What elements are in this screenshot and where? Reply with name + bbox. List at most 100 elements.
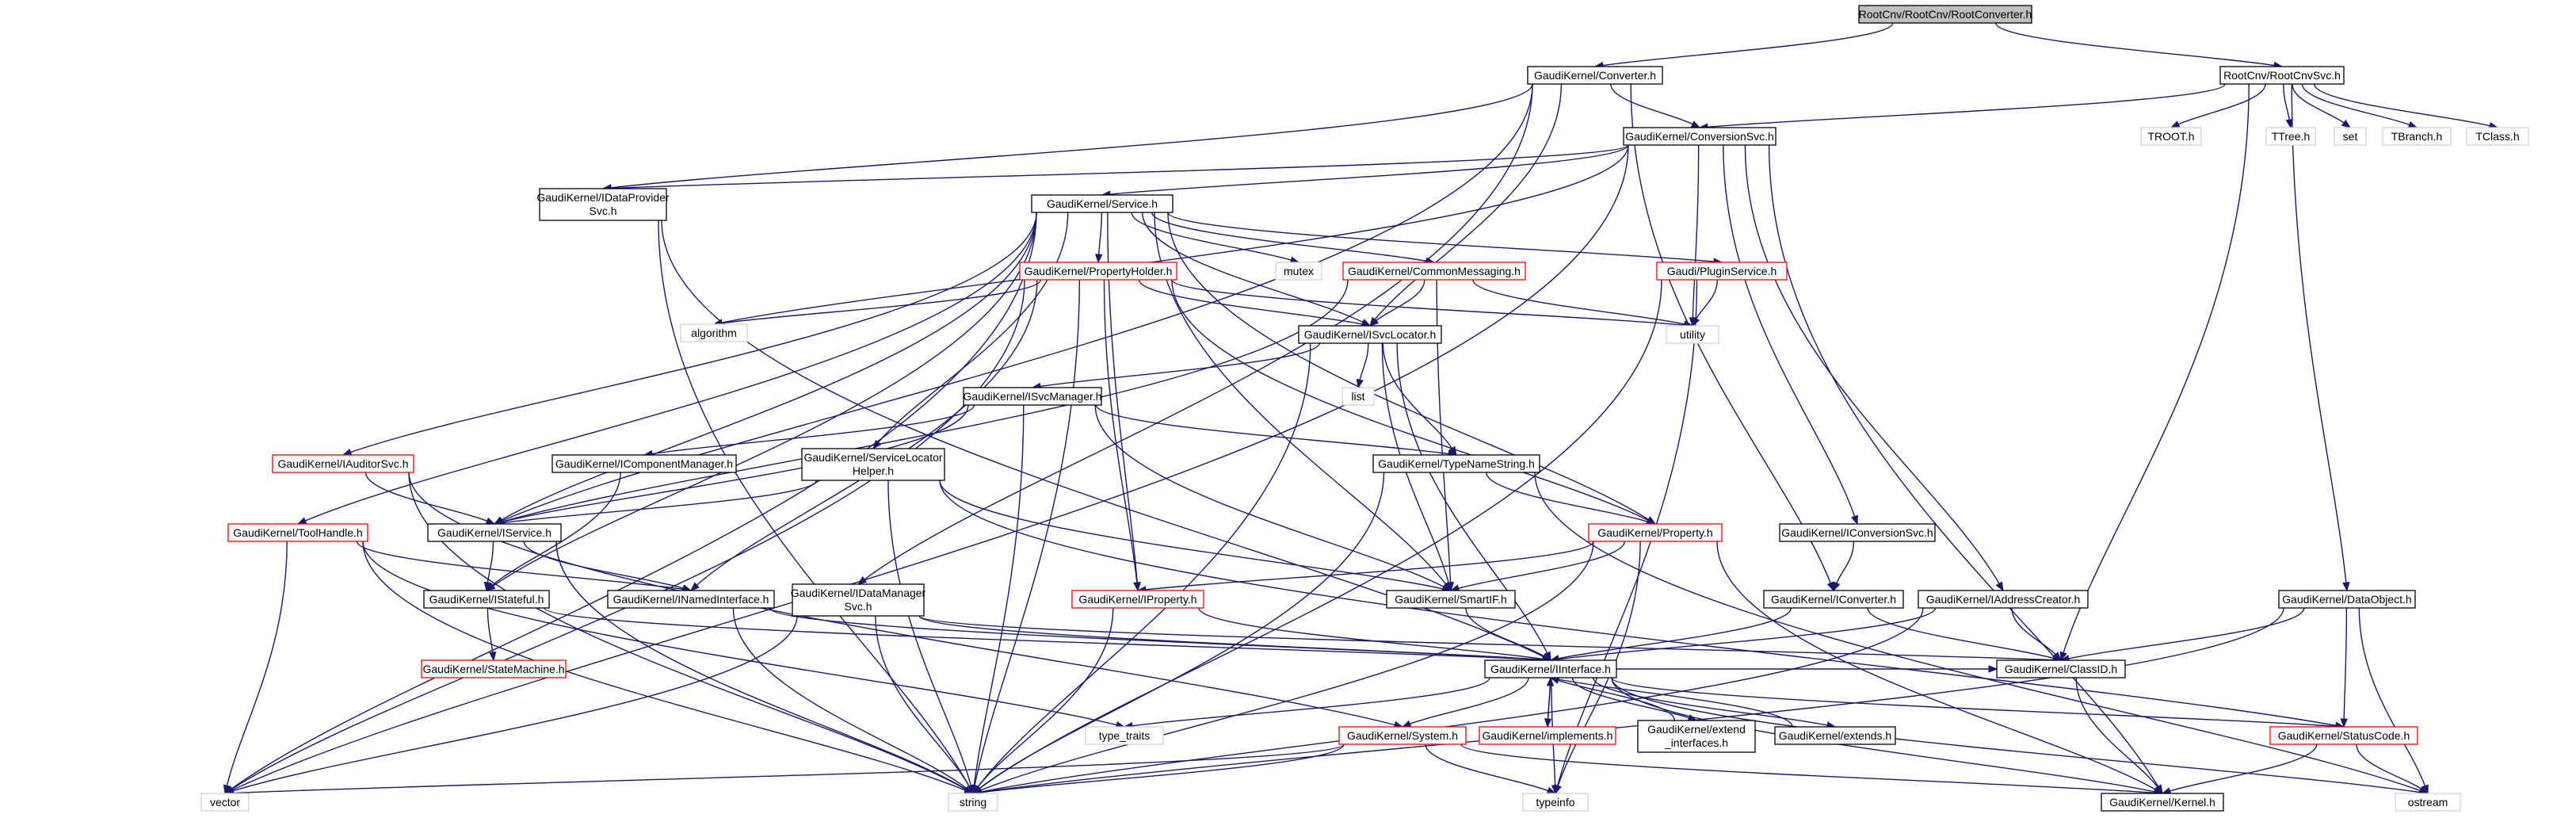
node-box-kernel <box>2101 793 2224 812</box>
node-extendinterfaces[interactable]: GaudiKernel/extend_interfaces.h <box>1637 720 1756 753</box>
node-inamedinterface[interactable]: GaudiKernel/INamedInterface.h <box>607 590 775 609</box>
edge-service-to-iservice <box>501 212 1037 521</box>
edge-isvclocator-to-iinterface <box>1396 342 1548 654</box>
node-label-inamedinterface: GaudiKernel/INamedInterface.h <box>613 593 769 606</box>
node-label-property: GaudiKernel/Property.h <box>1597 526 1712 539</box>
edge-extendinterfaces-to-iinterface <box>1558 679 1676 721</box>
edge-iservice-to-inamedinterface <box>523 541 684 589</box>
node-utility: utility <box>1666 325 1719 344</box>
arrowhead-classid-to-kernel <box>2154 784 2163 795</box>
arrowhead-iauditorsvc-to-iservice <box>485 517 496 525</box>
node-iinterface[interactable]: GaudiKernel/IInterface.h <box>1484 659 1617 678</box>
arrowhead-rootcnvsvc-to-dataobject <box>2342 582 2350 592</box>
node-label-tclass: TClass.h <box>2475 130 2519 143</box>
node-label-troot: TROOT.h <box>2147 130 2194 143</box>
node-iconversionsvc[interactable]: GaudiKernel/IConversionSvc.h <box>1779 523 1936 542</box>
node-isvclocator[interactable]: GaudiKernel/ISvcLocator.h <box>1298 325 1442 344</box>
node-label-implements: GaudiKernel/implements.h <box>1483 729 1613 742</box>
node-iauditorsvc[interactable]: GaudiKernel/IAuditorSvc.h <box>272 454 414 473</box>
node-extends[interactable]: GaudiKernel/extends.h <box>1774 726 1896 745</box>
arrowhead-rootcnvsvc-to-tbranch <box>2407 120 2418 128</box>
arrowhead-converter-to-conversionsvc <box>1690 120 1701 128</box>
node-propertyholder[interactable]: GaudiKernel/PropertyHolder.h <box>1019 262 1177 281</box>
edge-propertyholder-to-string <box>974 279 1080 786</box>
arrowhead-iinterface-to-typeinfo <box>1551 785 1559 795</box>
node-label-propertyholder: GaudiKernel/PropertyHolder.h <box>1025 265 1173 277</box>
node-box-root <box>1858 5 2032 24</box>
node-service[interactable]: GaudiKernel/Service.h <box>1031 194 1174 213</box>
node-dataobject[interactable]: GaudiKernel/DataObject.h <box>2278 590 2416 609</box>
edge-iservice-to-string <box>555 541 967 790</box>
node-box-vector <box>200 793 250 812</box>
node-statemachine[interactable]: GaudiKernel/StateMachine.h <box>421 659 567 678</box>
node-box-iauditorsvc <box>272 454 414 473</box>
node-commonmessaging[interactable]: GaudiKernel/CommonMessaging.h <box>1342 262 1526 281</box>
node-typenamestring[interactable]: GaudiKernel/TypeNameString.h <box>1372 454 1540 473</box>
node-label-typenamestring: GaudiKernel/TypeNameString.h <box>1378 457 1535 470</box>
edge-property-to-kernel <box>1716 541 2156 790</box>
node-iservice[interactable]: GaudiKernel/IService.h <box>427 523 562 542</box>
node-box-ostream <box>2395 793 2461 812</box>
arrowhead-toolhandle-to-vector <box>223 784 231 795</box>
node-conversionsvc[interactable]: GaudiKernel/ConversionSvc.h <box>1623 127 1776 146</box>
node-system[interactable]: GaudiKernel/System.h <box>1338 726 1467 745</box>
edge-conversionsvc-to-addresscreator <box>1744 144 2000 584</box>
node-label-typeinfo: typeinfo <box>1536 796 1574 808</box>
node-isvcmanager[interactable]: GaudiKernel/ISvcManager.h <box>963 387 1102 406</box>
node-kernel[interactable]: GaudiKernel/Kernel.h <box>2101 793 2224 812</box>
edge-rootcnvsvc-to-ttree <box>2283 83 2290 120</box>
node-rootcnvsvc[interactable]: RootCnv/RootCnvSvc.h <box>2219 66 2345 85</box>
node-icomponentmanager[interactable]: GaudiKernel/IComponentManager.h <box>551 454 737 473</box>
node-label-addresscreator: GaudiKernel/IAddressCreator.h <box>1926 593 2081 606</box>
edge-isvcmanager-to-iservice <box>502 404 969 523</box>
node-ostream: ostream <box>2395 793 2461 812</box>
node-property[interactable]: GaudiKernel/Property.h <box>1588 523 1723 542</box>
edge-iauditorsvc-to-system <box>408 472 1395 726</box>
node-classid[interactable]: GaudiKernel/ClassID.h <box>1996 659 2126 678</box>
node-istateful[interactable]: GaudiKernel/IStateful.h <box>423 590 550 609</box>
node-root[interactable]: RootCnv/RootCnv/RootConverter.h <box>1858 5 2032 24</box>
node-label-icomponentmanager: GaudiKernel/IComponentManager.h <box>555 457 733 470</box>
node-box-iservice <box>427 523 562 542</box>
node-smartif[interactable]: GaudiKernel/SmartIF.h <box>1386 590 1516 609</box>
edge-system-to-kernel <box>1460 743 2155 793</box>
edge-dataobject-to-ostream <box>2358 607 2426 786</box>
node-addresscreator[interactable]: GaudiKernel/IAddressCreator.h <box>1918 590 2089 609</box>
edge-system-to-typeinfo <box>1425 743 1548 792</box>
node-troot: TROOT.h <box>2140 127 2202 146</box>
edge-dataobject-to-statuscode <box>2343 607 2348 720</box>
edge-system-to-vector <box>232 743 1345 794</box>
edge-implements-to-iinterface <box>1547 685 1551 728</box>
arrowhead-istateful-to-statemachine <box>489 652 497 662</box>
node-iproperty[interactable]: GaudiKernel/IProperty.h <box>1071 590 1204 609</box>
node-mutex: mutex <box>1275 262 1322 281</box>
edge-typenamestring-to-string <box>979 472 1385 789</box>
node-implements[interactable]: GaudiKernel/implements.h <box>1479 726 1616 745</box>
node-iconverter[interactable]: GaudiKernel/IConverter.h <box>1763 590 1904 609</box>
node-box-classid <box>1996 659 2126 678</box>
arrowhead-propertyholder-to-iproperty <box>1133 582 1141 592</box>
node-label-list: list <box>1351 390 1364 403</box>
edge-propertyholder-to-utility <box>1171 279 1685 326</box>
edge-service-to-pluginservice <box>1167 212 1715 262</box>
edge-iinterface-to-ostream <box>1611 677 2421 793</box>
arrowhead-iinterface-to-classid <box>1988 665 1998 673</box>
node-box-set <box>2334 127 2367 146</box>
node-label-toolhandle: GaudiKernel/ToolHandle.h <box>233 526 362 539</box>
arrowhead-dataobject-to-statuscode <box>2340 718 2348 728</box>
arrowhead-conversionsvc-to-iconversionsvc <box>1851 514 1858 526</box>
edge-rootcnvsvc-to-tclass <box>2314 83 2490 127</box>
edge-isvclocator-to-isvcmanager <box>1040 342 1320 388</box>
node-label-extendinterfaces: GaudiKernel/extend_interfaces.h <box>1647 723 1746 749</box>
node-pluginservice[interactable]: Gaudi/PluginService.h <box>1656 262 1788 281</box>
edge-iinterface-to-statuscode <box>1611 677 2337 727</box>
edge-pluginservice-to-string <box>979 279 1662 789</box>
node-statuscode[interactable]: GaudiKernel/StatusCode.h <box>2269 726 2418 745</box>
node-converter[interactable]: GaudiKernel/Converter.h <box>1527 66 1663 85</box>
node-toolhandle[interactable]: GaudiKernel/ToolHandle.h <box>227 523 368 542</box>
